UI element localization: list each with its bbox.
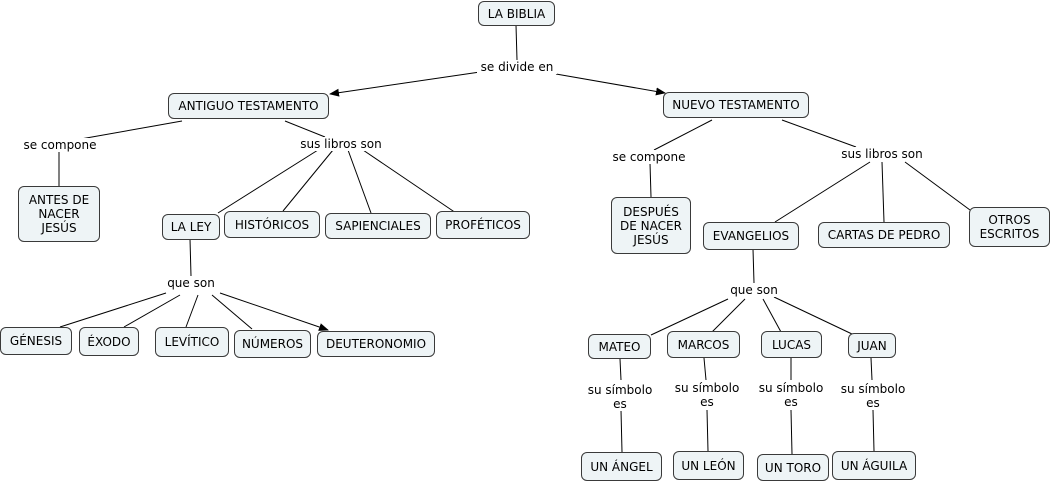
edge-queson-juan (773, 296, 853, 335)
link-se-compone-antiguo: se compone (20, 138, 100, 152)
link-se-compone-nuevo: se compone (609, 150, 689, 164)
node-la-biblia: LA BIBLIA (478, 1, 555, 26)
node-un-angel: UN ÁNGEL (581, 452, 662, 481)
link-sus-libros-son-nuevo: sus libros son (837, 147, 927, 161)
link-que-son-ley: que son (163, 276, 219, 290)
node-marcos: MARCOS (667, 331, 740, 358)
edge-libros-evangelios (774, 161, 871, 223)
edge-simbolo-leon (706, 409, 709, 452)
edge-antiguo-compone (74, 120, 183, 141)
node-levitico: LEVÍTICO (155, 327, 229, 357)
edge-libros-ley (217, 149, 319, 214)
node-un-leon: UN LEÓN (673, 451, 744, 480)
edge-queson-exodo (123, 294, 181, 328)
edge-antiguo-libros (284, 120, 326, 138)
link-se-divide-en: se divide en (477, 60, 557, 74)
node-profeticos: PROFÉTICOS (436, 211, 530, 239)
edge-libros-otros (904, 161, 971, 211)
link-simbolo-mateo: su símbolo es (583, 383, 657, 411)
edge-juan-simbolo (870, 357, 873, 381)
node-deuteronomio: DEUTERONOMIO (317, 331, 435, 357)
node-mateo: MATEO (588, 334, 651, 359)
node-la-ley: LA LEY (162, 214, 220, 240)
node-otros-escritos: OTROS ESCRITOS (969, 207, 1050, 247)
edge-evangelios-queson (752, 248, 755, 284)
edge-libros-historicos (282, 149, 334, 212)
edge-simbolo-aguila (872, 409, 875, 452)
edge-ley-queson (189, 238, 192, 277)
edge-queson-lucas (762, 298, 782, 333)
node-despues-de-nacer-jesus: DESPUÉS DE NACER JESÚS (611, 197, 691, 254)
edge-biblia-divide (515, 24, 518, 61)
edge-compone-despues (649, 162, 652, 198)
edge-marcos-simbolo (703, 357, 707, 381)
node-evangelios: EVANGELIOS (703, 222, 799, 250)
node-genesis: GÉNESIS (0, 327, 72, 355)
node-sapienciales: SAPIENCIALES (325, 213, 431, 239)
node-juan: JUAN (848, 333, 896, 358)
edge-libros-sapienciales (347, 149, 372, 214)
node-nuevo-testamento: NUEVO TESTAMENTO (663, 92, 809, 118)
edge-nuevo-compone (653, 119, 713, 151)
edge-mateo-simbolo (619, 358, 622, 381)
edge-queson-genesis (59, 292, 167, 328)
node-exodo: ÉXODO (79, 327, 139, 356)
edge-simbolo-angel (620, 409, 623, 453)
edge-queson-marcos (711, 298, 746, 333)
link-simbolo-juan: su símbolo es (836, 382, 910, 410)
link-que-son-evangelios: que son (726, 283, 782, 297)
node-cartas-de-pedro: CARTAS DE PEDRO (818, 222, 950, 248)
edge-simbolo-toro (790, 409, 793, 455)
edge-divide-antiguo (329, 71, 481, 97)
node-lucas: LUCAS (761, 331, 822, 358)
edge-queson-deuteronomio (219, 292, 329, 331)
node-antes-de-nacer-jesus: ANTES DE NACER JESÚS (18, 186, 100, 242)
edge-libros-profeticos (362, 149, 457, 214)
node-un-aguila: UN ÁGUILA (832, 451, 916, 480)
edge-nuevo-libros (781, 119, 857, 148)
node-antiguo-testamento: ANTIGUO TESTAMENTO (168, 93, 329, 119)
edge-libros-cartas (881, 161, 885, 223)
link-sus-libros-son-antiguo: sus libros son (296, 137, 386, 151)
edge-divide-nuevo (555, 73, 666, 96)
link-simbolo-lucas: su símbolo es (754, 381, 828, 409)
edge-queson-levitico (185, 294, 199, 328)
node-numeros: NÚMEROS (234, 330, 311, 358)
node-historicos: HISTÓRICOS (224, 211, 320, 238)
node-un-toro: UN TORO (757, 454, 829, 481)
edge-queson-mateo (650, 298, 729, 336)
link-simbolo-marcos: su símbolo es (670, 381, 744, 409)
edge-queson-numeros (211, 294, 253, 330)
